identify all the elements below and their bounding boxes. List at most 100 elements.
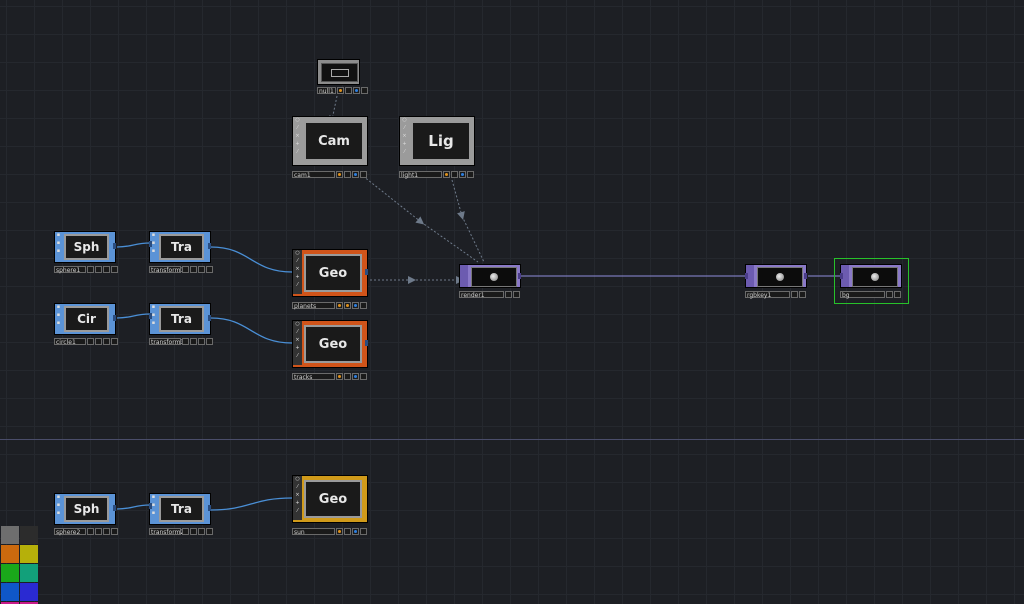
node-bg[interactable]: bg xyxy=(834,258,910,305)
flag-lock[interactable] xyxy=(344,373,351,380)
flag-display[interactable] xyxy=(103,338,110,345)
node-sphere2[interactable]: ▪▪▪ Sph sphere2 xyxy=(54,493,118,538)
palette-swatch[interactable] xyxy=(20,564,38,582)
palette-swatch[interactable] xyxy=(1,602,19,604)
output-port[interactable] xyxy=(113,243,116,249)
node-transform2[interactable]: ▪▪▪ Tra transform2 xyxy=(149,493,213,538)
output-port[interactable] xyxy=(518,273,521,279)
flag-lock[interactable] xyxy=(190,338,197,345)
flag-bypass[interactable] xyxy=(336,373,343,380)
flag-render[interactable] xyxy=(206,266,213,273)
flag-lock[interactable] xyxy=(190,266,197,273)
comp-flag-strip[interactable]: ○⁄×+⁄ xyxy=(293,476,302,520)
palette-swatch[interactable] xyxy=(1,564,19,582)
comp-flag-strip[interactable]: ○⁄×+⁄ xyxy=(295,117,300,155)
flag-bypass[interactable] xyxy=(443,171,450,178)
flag-display[interactable] xyxy=(799,291,806,298)
input-port[interactable] xyxy=(149,241,152,247)
flag-display[interactable] xyxy=(198,338,205,345)
palette-swatch[interactable] xyxy=(20,545,38,563)
flag-display[interactable] xyxy=(352,302,359,309)
flag-render[interactable] xyxy=(360,171,367,178)
output-port[interactable] xyxy=(208,505,211,511)
flag-display[interactable] xyxy=(353,87,360,94)
output-port[interactable] xyxy=(113,315,116,321)
node-cam1[interactable]: ○⁄×+⁄ Cam cam1 xyxy=(292,116,369,180)
input-port[interactable] xyxy=(149,313,152,319)
output-port[interactable] xyxy=(208,315,211,321)
flag-lock[interactable] xyxy=(95,528,102,535)
node-transform1[interactable]: ▪▪▪ Tra transform1 xyxy=(149,231,213,276)
flag-lock[interactable] xyxy=(95,338,102,345)
flag-bypass[interactable] xyxy=(182,338,189,345)
flag-render[interactable] xyxy=(111,528,118,535)
flag-lock[interactable] xyxy=(451,171,458,178)
flag-lock[interactable] xyxy=(190,528,197,535)
node-render1[interactable]: render1 xyxy=(459,264,522,300)
sop-flag-strip[interactable]: ▪▪▪ xyxy=(56,494,61,516)
flag-lock[interactable] xyxy=(95,266,102,273)
flag-display[interactable] xyxy=(352,373,359,380)
flag-render[interactable] xyxy=(361,87,368,94)
flag-lock[interactable] xyxy=(505,291,512,298)
sop-flag-strip[interactable]: ▪▪▪ xyxy=(151,232,156,254)
flag-lock[interactable] xyxy=(344,528,351,535)
flag-render[interactable] xyxy=(360,302,367,309)
flag-lock[interactable] xyxy=(344,302,351,309)
sop-flag-strip[interactable]: ▪▪▪ xyxy=(56,232,61,254)
node-planets[interactable]: ○⁄×+⁄ Geo planets xyxy=(292,249,369,311)
node-sphere1[interactable]: ▪▪▪ Sph sphere1 xyxy=(54,231,118,276)
flag-lock[interactable] xyxy=(344,171,351,178)
flag-display[interactable] xyxy=(352,528,359,535)
comp-flag-strip[interactable]: ○⁄×+⁄ xyxy=(293,250,302,294)
flag-lock[interactable] xyxy=(791,291,798,298)
palette-swatch[interactable] xyxy=(20,526,38,544)
flag-bypass[interactable] xyxy=(336,171,343,178)
palette-swatch[interactable] xyxy=(1,583,19,601)
palette-swatch[interactable] xyxy=(1,545,19,563)
flag-bypass[interactable] xyxy=(182,266,189,273)
input-port[interactable] xyxy=(745,273,748,279)
flag-lock[interactable] xyxy=(345,87,352,94)
sop-flag-strip[interactable]: ▪▪▪ xyxy=(56,304,61,326)
node-rgbkey1[interactable]: rgbkey1 xyxy=(745,264,808,300)
output-port[interactable] xyxy=(208,243,211,249)
flag-render[interactable] xyxy=(206,528,213,535)
node-transform3[interactable]: ▪▪▪ Tra transform3 xyxy=(149,303,213,348)
input-port[interactable] xyxy=(840,273,843,279)
flag-bypass[interactable] xyxy=(87,266,94,273)
flag-display[interactable] xyxy=(103,528,110,535)
node-tracks[interactable]: ○⁄×+⁄ Geo tracks xyxy=(292,320,369,382)
comp-flag-strip[interactable]: ○⁄×+⁄ xyxy=(402,117,407,155)
sop-flag-strip[interactable]: ▪▪▪ xyxy=(151,494,156,516)
flag-render[interactable] xyxy=(206,338,213,345)
output-port[interactable] xyxy=(365,269,368,275)
flag-display[interactable] xyxy=(513,291,520,298)
flag-display[interactable] xyxy=(894,291,901,298)
flag-display[interactable] xyxy=(352,171,359,178)
flag-display[interactable] xyxy=(198,266,205,273)
output-port[interactable] xyxy=(804,273,807,279)
flag-bypass[interactable] xyxy=(87,528,94,535)
node-light1[interactable]: ○⁄×+⁄ Lig light1 xyxy=(399,116,476,180)
node-sun[interactable]: ○⁄×+⁄ Geo sun xyxy=(292,475,369,537)
input-port[interactable] xyxy=(149,503,152,509)
flag-render[interactable] xyxy=(467,171,474,178)
node-null1[interactable]: null1 xyxy=(317,59,368,96)
sop-flag-strip[interactable]: ▪▪▪ xyxy=(151,304,156,326)
flag-render[interactable] xyxy=(111,338,118,345)
flag-bypass[interactable] xyxy=(182,528,189,535)
flag-lock[interactable] xyxy=(886,291,893,298)
palette-swatch[interactable] xyxy=(20,583,38,601)
flag-display[interactable] xyxy=(103,266,110,273)
output-port[interactable] xyxy=(113,505,116,511)
node-circle1[interactable]: ▪▪▪ Cir circle1 xyxy=(54,303,118,348)
palette-swatch[interactable] xyxy=(1,526,19,544)
flag-bypass[interactable] xyxy=(336,528,343,535)
comp-flag-strip[interactable]: ○⁄×+⁄ xyxy=(293,321,302,365)
flag-display[interactable] xyxy=(459,171,466,178)
flag-render[interactable] xyxy=(360,373,367,380)
top-flag-strip[interactable] xyxy=(841,265,849,287)
top-flag-strip[interactable] xyxy=(746,265,754,287)
flag-render[interactable] xyxy=(360,528,367,535)
